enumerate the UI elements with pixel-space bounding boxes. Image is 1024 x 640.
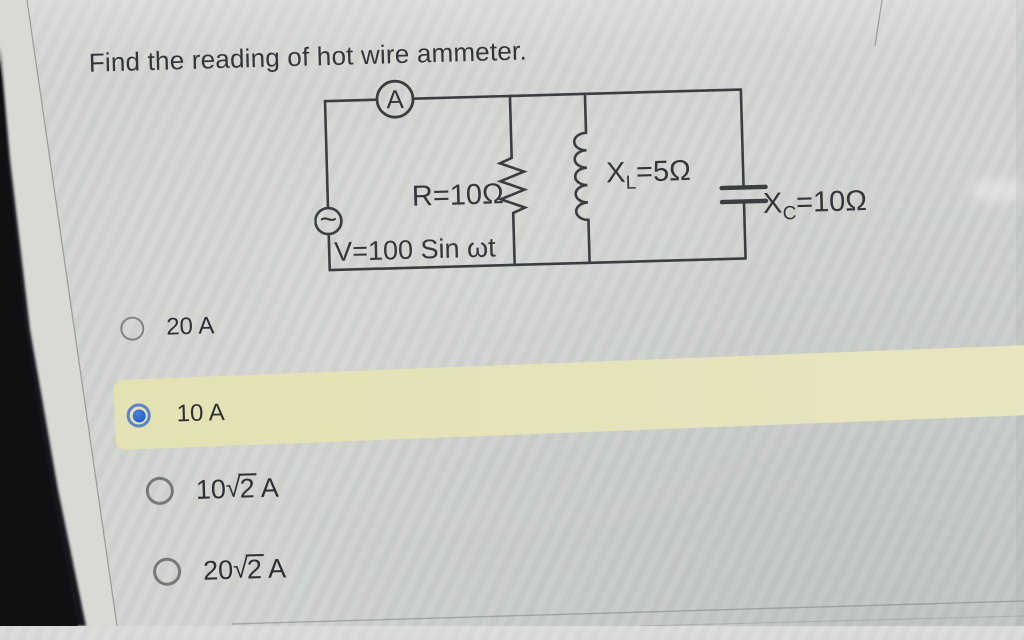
radio-dot (132, 408, 146, 423)
option-10a[interactable]: 10 A (126, 397, 225, 432)
sqrt-icon: √ (225, 472, 242, 503)
capacitor-label: XC=10Ω (763, 185, 868, 225)
option-label: 20 A (165, 312, 215, 341)
circuit-diagram: A ~ R=10Ω XL=5Ω XC=10Ω V=100 Sin ωt (314, 79, 868, 272)
resistor-symbol (496, 94, 529, 267)
option-label: 10 A (176, 399, 226, 428)
inductor-label: XL=5Ω (606, 155, 692, 194)
inductor-symbol (572, 92, 591, 265)
source-label: V=100 Sin ωt (334, 232, 497, 267)
ammeter-letter: A (386, 84, 405, 114)
radio-button-icon[interactable] (126, 403, 152, 428)
radio-button-icon[interactable] (152, 557, 182, 587)
circuit-wires (314, 79, 769, 272)
ammeter-icon (375, 79, 415, 119)
radio-button-icon[interactable] (145, 476, 175, 506)
sqrt-icon: √ (232, 552, 249, 584)
resistor-label: R=10Ω (411, 178, 504, 213)
capacitor-symbol (719, 184, 769, 205)
ac-source-icon (314, 206, 343, 236)
option-20a[interactable]: 20 A (119, 310, 215, 345)
ac-source-symbol: ~ (319, 203, 337, 236)
selected-option-highlight (113, 342, 1024, 451)
radio-button-icon[interactable] (119, 316, 145, 341)
